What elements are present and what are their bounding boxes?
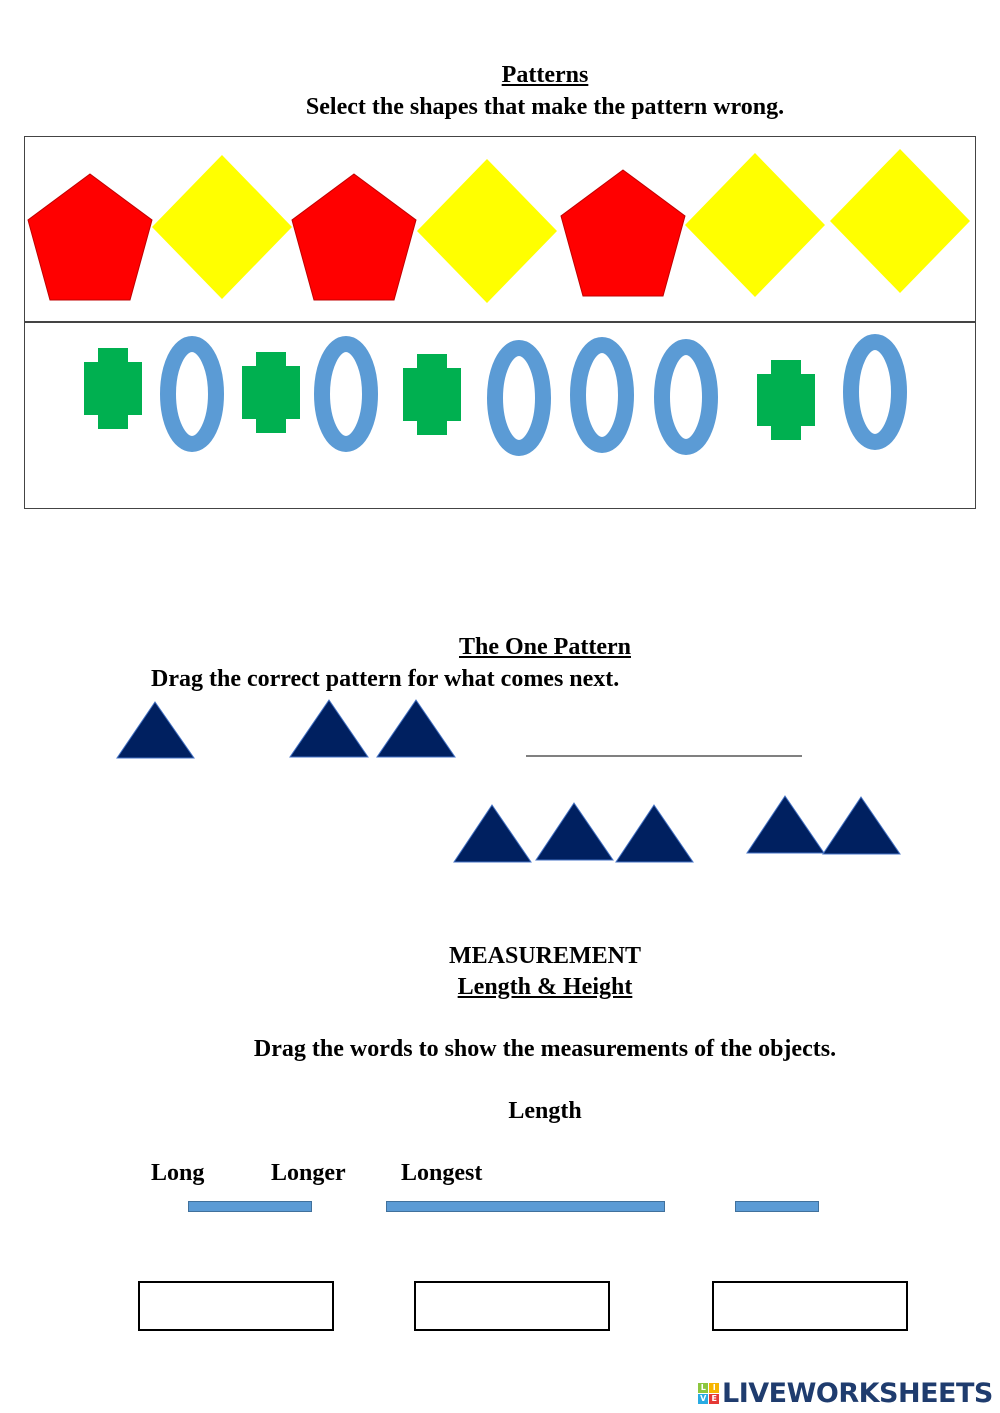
measurement-heading: MEASUREMENT bbox=[448, 943, 641, 969]
answer-box-2[interactable] bbox=[414, 1281, 610, 1331]
diamond-shape[interactable] bbox=[685, 153, 825, 297]
cross-shape[interactable] bbox=[84, 348, 142, 429]
diamond-shape[interactable] bbox=[152, 155, 292, 299]
length-bar-medium bbox=[188, 1201, 312, 1212]
measurement-subtitle: Length & Height bbox=[457, 974, 633, 1000]
triangle-shape[interactable] bbox=[746, 795, 825, 854]
one-pattern-title: The One Pattern bbox=[459, 634, 631, 660]
liveworksheets-logo: L I V E LIVEWORKSHEETS bbox=[698, 1378, 993, 1409]
triangle-shape bbox=[376, 699, 456, 758]
oval-shape[interactable] bbox=[314, 336, 378, 452]
patterns-title: Patterns bbox=[501, 62, 589, 88]
triangle-shape[interactable] bbox=[822, 796, 901, 855]
patterns-instruction: Select the shapes that make the pattern … bbox=[305, 94, 785, 120]
word-longest[interactable]: Longest bbox=[401, 1160, 483, 1186]
oval-shape[interactable] bbox=[570, 337, 634, 453]
oval-shape[interactable] bbox=[487, 340, 551, 456]
pentagon-shape[interactable] bbox=[560, 169, 686, 297]
length-bar-long bbox=[386, 1201, 665, 1212]
pentagon-shape[interactable] bbox=[291, 173, 417, 301]
oval-shape[interactable] bbox=[160, 336, 224, 452]
pattern-row-1 bbox=[24, 136, 976, 323]
diamond-shape[interactable] bbox=[417, 159, 557, 303]
oval-shape[interactable] bbox=[843, 334, 907, 450]
answer-box-3[interactable] bbox=[712, 1281, 908, 1331]
word-long[interactable]: Long bbox=[151, 1160, 205, 1186]
word-longer[interactable]: Longer bbox=[271, 1160, 346, 1186]
cross-shape[interactable] bbox=[403, 354, 461, 435]
answer-box-1[interactable] bbox=[138, 1281, 334, 1331]
cross-shape[interactable] bbox=[242, 352, 300, 433]
triangle-shape bbox=[116, 701, 195, 759]
cross-shape[interactable] bbox=[757, 360, 815, 440]
logo-tiles-icon: L I V E bbox=[698, 1383, 719, 1404]
triangle-shape[interactable] bbox=[615, 804, 694, 863]
triangle-shape[interactable] bbox=[535, 802, 614, 861]
triangle-shape bbox=[289, 699, 369, 758]
pentagon-shape[interactable] bbox=[27, 173, 153, 301]
length-bar-short bbox=[735, 1201, 819, 1212]
oval-shape[interactable] bbox=[654, 339, 718, 455]
pattern-row-2 bbox=[24, 321, 976, 509]
triangle-shape[interactable] bbox=[453, 804, 532, 863]
logo-text: LIVEWORKSHEETS bbox=[722, 1378, 993, 1409]
one-pattern-instruction: Drag the correct pattern for what comes … bbox=[151, 666, 620, 692]
measurement-instruction: Drag the words to show the measurements … bbox=[253, 1036, 837, 1062]
diamond-shape[interactable] bbox=[830, 149, 970, 293]
length-section-title: Length bbox=[508, 1098, 582, 1124]
